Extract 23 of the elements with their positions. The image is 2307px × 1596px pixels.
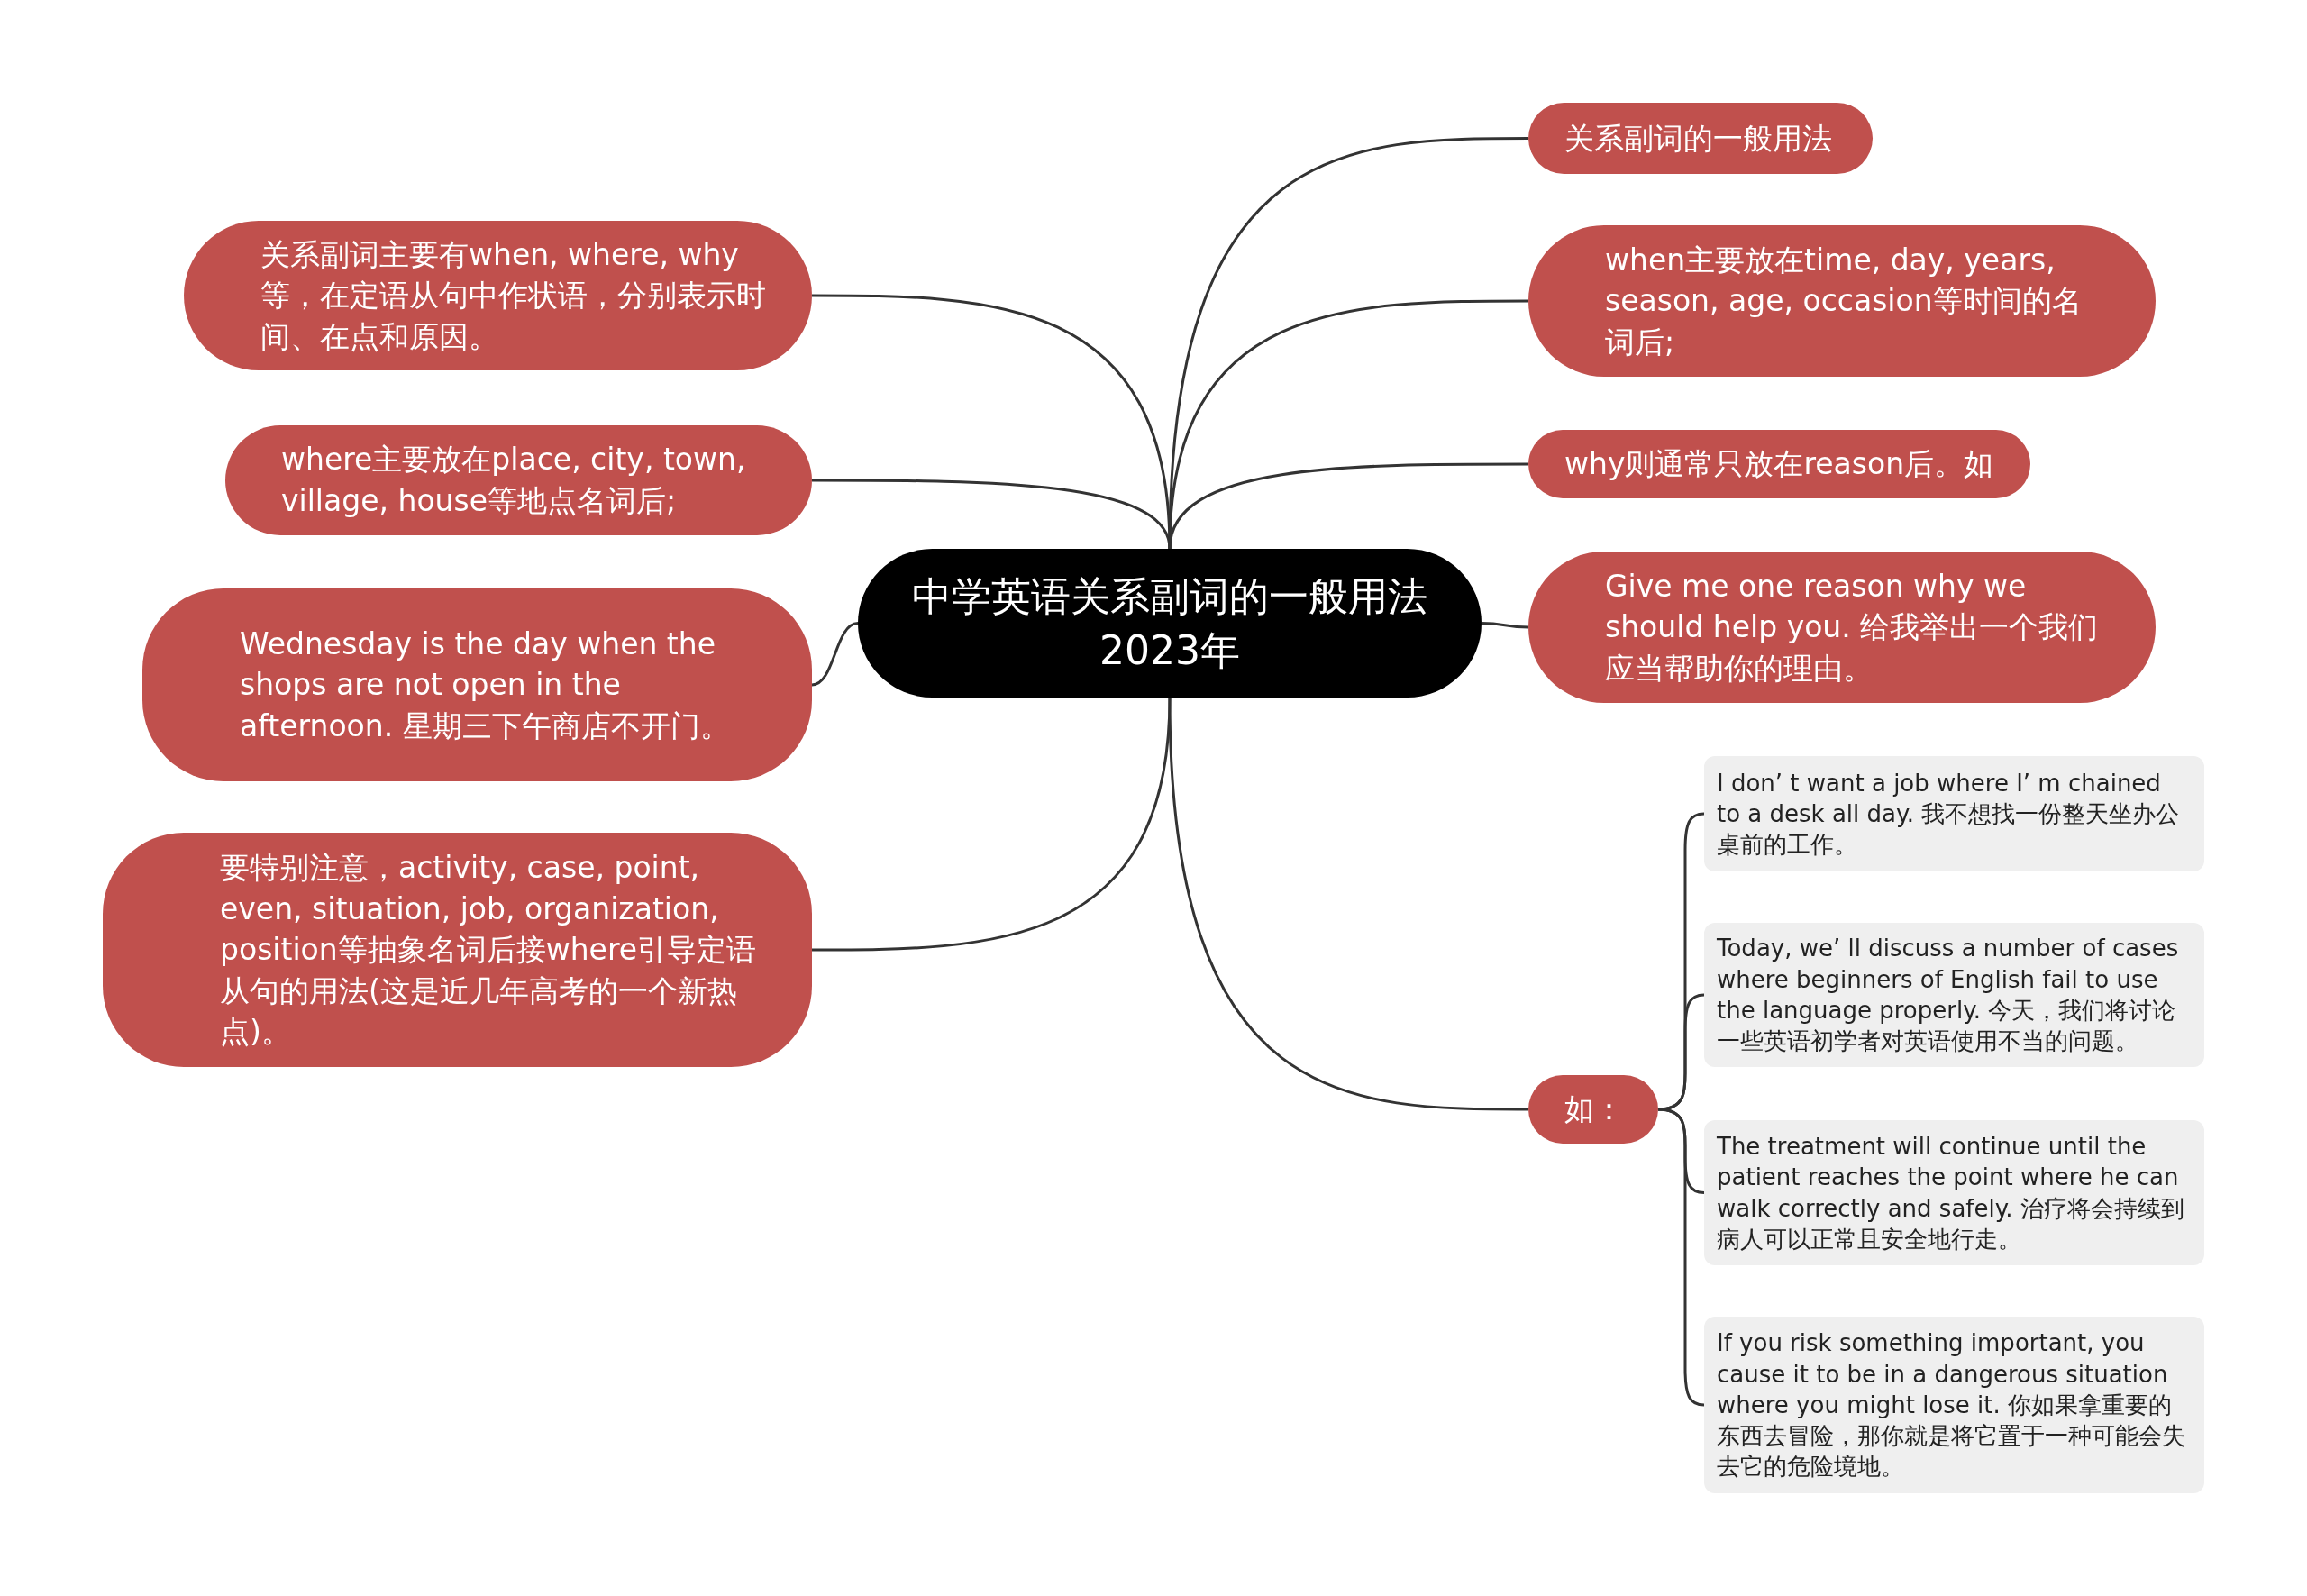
topic-box: where主要放在place, city, town, village, house等地点名词后; [225, 425, 812, 535]
connector-line [1657, 993, 1705, 1111]
topic-box: 关系副词主要有when, where, why等，在定语从句中作状语，分别表示时间、在点和原因。 [184, 221, 812, 370]
central-topic-box: 中学英语关系副词的一般用法2023年 [858, 549, 1482, 698]
topic-box: Give me one reason why we should help you. 给我举出一个我们应当帮助你的理由。 [1528, 552, 2156, 703]
connector-line [1168, 137, 1528, 550]
topic-box: Wednesday is the day when the shops are not open in the afternoon. 星期三下午商店不开门。 [142, 588, 812, 781]
topic-box: 如： [1528, 1075, 1658, 1144]
topic-box: 关系副词的一般用法 [1528, 103, 1873, 174]
connector-line [811, 622, 859, 687]
example-box: If you risk something important, you cause it to be in a dangerous situation where you might lose it. 你如果拿重要的东西去冒险，那你就是将它置于一种可能会失去它的危险境地。 [1704, 1317, 2204, 1493]
connector-line [812, 479, 1172, 550]
example-box: Today, we’ ll discuss a number of cases where beginners of English fail to use the language properly. 今天，我们将讨论一些英语初学者对英语使用不当的问题。 [1704, 923, 2204, 1067]
connector-line [812, 697, 1172, 952]
topic-box: why则通常只放在reason后。如 [1528, 430, 2030, 498]
topic-box: 要特别注意，activity, case, point, even, situation, job, organization, position等抽象名词后接where引导定语从句的用法(这是近几年高考的一个新热点)。 [103, 833, 812, 1067]
example-box: The treatment will continue until the patient reaches the point where he can walk correctly and safely. 治疗将会持续到病人可以正常且安全地行走。 [1704, 1120, 2204, 1265]
connector-line [1168, 299, 1528, 550]
topic-box: when主要放在time, day, years, season, age, occasion等时间的名词后; [1528, 225, 2156, 377]
connector-line [1481, 622, 1529, 629]
example-box: I don’ t want a job where I’ m chained to a desk all day. 我不想找一份整天坐办公桌前的工作。 [1704, 756, 2204, 871]
connector-line [1168, 697, 1528, 1111]
connector-line [1168, 462, 1528, 550]
